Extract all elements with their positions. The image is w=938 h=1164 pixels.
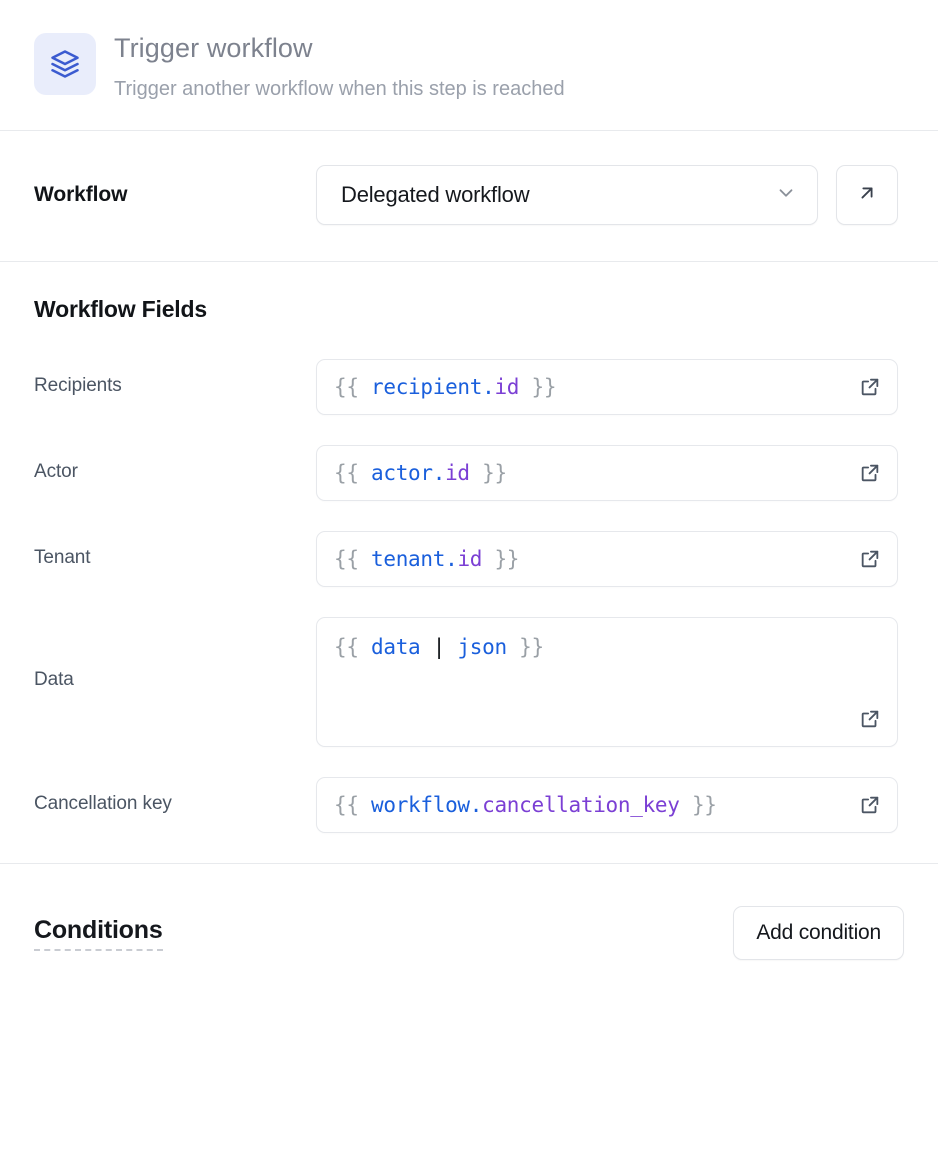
arrow-up-right-icon — [856, 182, 878, 209]
field-input[interactable]: {{ tenant.id }} — [316, 531, 898, 587]
field-label: Recipients — [34, 375, 122, 396]
conditions-section: Conditions Add condition — [0, 864, 938, 960]
workflow-label: Workflow — [34, 183, 128, 206]
external-link-icon[interactable] — [859, 708, 881, 730]
field-label: Data — [34, 669, 74, 690]
page-subtitle: Trigger another workflow when this step … — [114, 78, 565, 100]
divider — [0, 130, 938, 131]
conditions-title: Conditions — [34, 916, 163, 951]
field-input[interactable]: {{ recipient.id }} — [316, 359, 898, 415]
field-row: Cancellation key {{ workflow.cancellation… — [34, 777, 904, 833]
field-label: Actor — [34, 461, 78, 482]
divider — [0, 863, 938, 864]
external-link-icon[interactable] — [859, 548, 881, 570]
field-input[interactable]: {{ actor.id }} — [316, 445, 898, 501]
field-value: {{ recipient.id }} — [334, 375, 557, 399]
field-row: Actor {{ actor.id }} — [34, 445, 904, 501]
workflow-fields-heading: Workflow Fields — [34, 296, 207, 322]
field-row: Tenant {{ tenant.id }} — [34, 531, 904, 587]
add-condition-button[interactable]: Add condition — [733, 906, 904, 960]
open-workflow-button[interactable] — [836, 165, 898, 225]
field-value: {{ tenant.id }} — [334, 547, 520, 571]
field-label: Tenant — [34, 547, 91, 568]
step-header: Trigger workflow Trigger another workflo… — [0, 0, 938, 130]
field-input[interactable]: {{ data | json }} — [316, 617, 898, 747]
field-row: Data {{ data | json }} — [34, 617, 904, 747]
field-input[interactable]: {{ workflow.cancellation_key }} — [316, 777, 898, 833]
field-row: Recipients {{ recipient.id }} — [34, 359, 904, 415]
workflow-fields-section: Workflow Fields Recipients {{ recipient.i… — [0, 262, 938, 863]
page-title: Trigger workflow — [114, 33, 313, 63]
layers-icon — [34, 33, 96, 95]
external-link-icon[interactable] — [859, 794, 881, 816]
field-label: Cancellation key — [34, 793, 172, 814]
field-value: {{ workflow.cancellation_key }} — [334, 793, 717, 817]
field-value: {{ data | json }} — [334, 635, 544, 659]
chevron-down-icon — [775, 182, 797, 209]
external-link-icon[interactable] — [859, 462, 881, 484]
divider — [0, 261, 938, 262]
workflow-select[interactable]: Delegated workflow — [316, 165, 818, 225]
workflow-select-row: Workflow Delegated workflow — [0, 131, 938, 261]
workflow-fields-list: Recipients {{ recipient.id }} Actor {{ acto… — [34, 359, 904, 833]
workflow-select-value: Delegated workflow — [341, 182, 530, 207]
external-link-icon[interactable] — [859, 376, 881, 398]
field-value: {{ actor.id }} — [334, 461, 507, 485]
